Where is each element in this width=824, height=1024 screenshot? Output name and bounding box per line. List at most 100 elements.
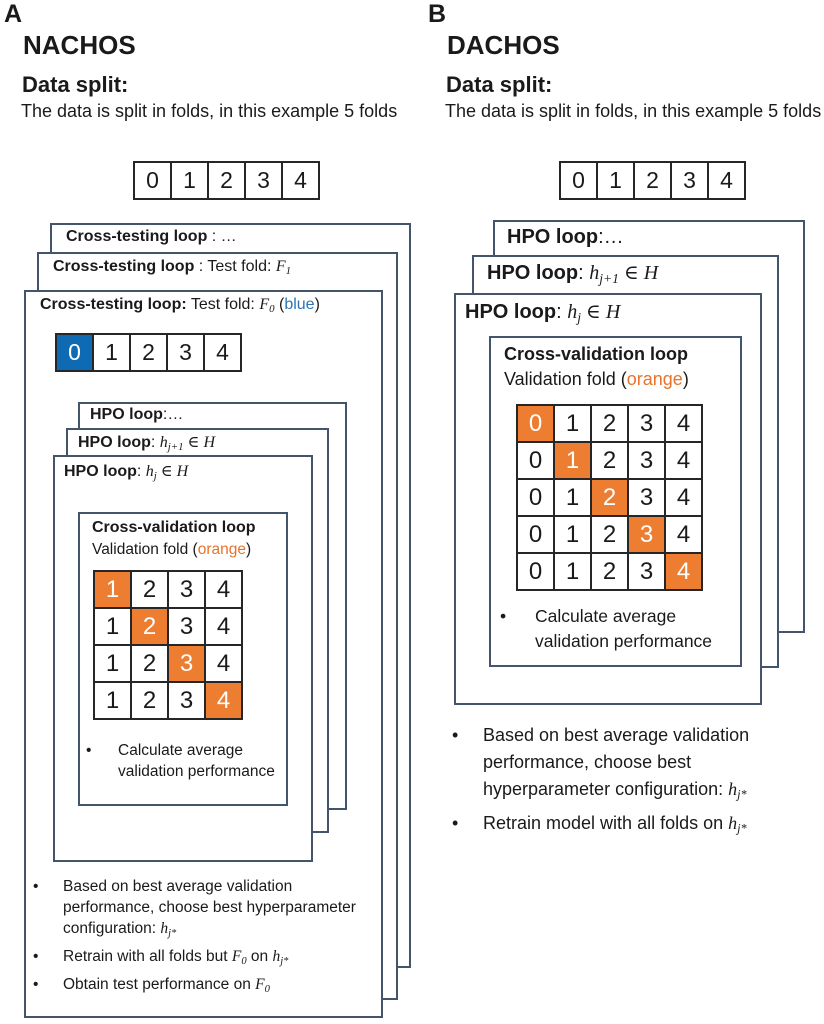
text-segment: H (605, 301, 621, 323)
validation-fold-cell: 3 (628, 516, 665, 553)
text-segment: HPO loop (90, 406, 163, 423)
text-segment: Calculate average validation performance (535, 606, 713, 651)
fold-cell: 1 (94, 608, 131, 645)
text-segment: Calculate average validation performance (118, 742, 275, 780)
fold-cell: 4 (665, 442, 702, 479)
fold-cell: 3 (628, 553, 665, 590)
text-segment: H (643, 262, 659, 284)
fold-cell: 2 (591, 442, 628, 479)
fold-cell: 2 (131, 682, 168, 719)
fold-cell: 4 (282, 162, 319, 199)
panel-b-validation-fold-subtitle: Validation fold (orange) (504, 369, 689, 390)
validation-fold-cell: 1 (94, 571, 131, 608)
validation-fold-cell: 4 (205, 682, 242, 719)
text-segment: HPO loop (487, 262, 579, 284)
text-segment: Cross-testing loop: (40, 296, 187, 313)
fold-cell: 4 (708, 162, 745, 199)
fold-cell: 0 (517, 516, 554, 553)
bullet-marker: • (500, 606, 507, 626)
bullet-marker: • (452, 813, 459, 834)
text-segment: :… (162, 406, 184, 423)
fold-cell: 4 (205, 571, 242, 608)
validation-fold-cell: 1 (554, 442, 591, 479)
fold-cell: 1 (171, 162, 208, 199)
fold-cell: 2 (131, 645, 168, 682)
fold-cell: 2 (591, 553, 628, 590)
text-segment: orange (626, 369, 683, 389)
fold-cell: 2 (591, 516, 628, 553)
text-segment: h (567, 301, 578, 323)
text-segment: ∈ (581, 301, 606, 323)
text-segment: H (203, 434, 215, 451)
panel-b-title: DACHOS (447, 30, 560, 60)
panel-b-letter: B (428, 0, 447, 28)
test-fold-cell: 0 (56, 334, 93, 371)
bullet-marker: • (452, 725, 459, 745)
fold-cell: 3 (628, 442, 665, 479)
fold-cell: 4 (665, 479, 702, 516)
fold-cell: 3 (168, 571, 205, 608)
validation-fold-cell: 2 (591, 479, 628, 516)
panel-a-hpo-loop-label-front: HPO loop: hj ∈ H (64, 461, 188, 482)
cross-testing-loop-label-back: Cross-testing loop : … (66, 228, 237, 246)
panel-a-validation-fold-subtitle: Validation fold (orange) (92, 541, 251, 559)
text-segment: j* (168, 927, 177, 939)
panel-b-cv-bullets: • Calculate average validation performanc… (500, 604, 740, 656)
fold-cell: 0 (517, 479, 554, 516)
fold-cell: 4 (665, 516, 702, 553)
text-segment: h (159, 434, 168, 451)
fold-cell: 1 (94, 645, 131, 682)
fold-cell: 4 (204, 334, 241, 371)
bullet-item: •Based on best average validation perfor… (33, 876, 381, 944)
fold-cell: 2 (591, 405, 628, 442)
bullet-text: Retrain with all folds but F0 on hj* (63, 946, 381, 972)
text-segment: j (577, 309, 582, 325)
fold-cell: 4 (205, 645, 242, 682)
text-segment: :… (598, 226, 624, 248)
validation-fold-cell: 4 (665, 553, 702, 590)
bullet-text: Calculate average validation performance (118, 740, 278, 782)
bullet-item: • Calculate average validation performanc… (500, 604, 740, 654)
text-segment: : (578, 262, 590, 284)
text-segment: HPO loop (507, 226, 599, 248)
text-segment: blue (284, 296, 315, 313)
fold-cell: 3 (168, 682, 205, 719)
panel-b-hpo-loop-label-back: HPO loop:… (507, 226, 624, 249)
validation-fold-cell: 0 (517, 405, 554, 442)
fold-cell: 3 (245, 162, 282, 199)
text-segment: j* (737, 787, 747, 802)
fold-cell: 2 (634, 162, 671, 199)
bullet-text: Obtain test performance on F0 (63, 974, 381, 1000)
panel-a-bottom-bullets: •Based on best average validation perfor… (33, 876, 381, 1002)
text-segment: : … (211, 228, 237, 245)
text-segment: Cross-testing loop (53, 258, 199, 275)
bullet-marker: • (33, 975, 39, 993)
text-segment: 1 (285, 265, 292, 278)
text-segment: 0 (264, 983, 270, 995)
text-segment: ∈ (618, 262, 644, 284)
text-segment: : (556, 301, 568, 323)
text-segment: ∈ (156, 463, 177, 480)
bullet-marker: • (86, 742, 92, 759)
fold-cell: 0 (517, 442, 554, 479)
text-segment: h (589, 262, 600, 284)
bullet-marker: • (33, 878, 39, 895)
fold-cell: 2 (130, 334, 167, 371)
text-segment: j* (737, 821, 747, 836)
fold-cell: 1 (554, 405, 591, 442)
text-segment: j* (280, 955, 289, 967)
text-segment: h (272, 947, 281, 965)
panel-a-cross-validation-title: Cross-validation loop (92, 519, 256, 536)
text-segment: ) (245, 541, 252, 558)
panel-b-hpo-loop-label-front: HPO loop: hj ∈ H (465, 299, 620, 326)
text-segment: orange (197, 541, 246, 558)
fold-cell: 1 (94, 682, 131, 719)
bullet-item: • Obtain test performance on F0 (33, 974, 381, 1000)
